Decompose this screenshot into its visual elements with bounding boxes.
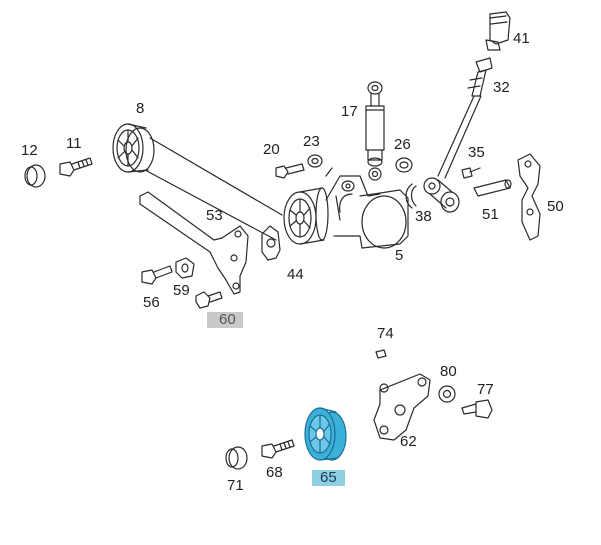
part-23-washer[interactable]: [307, 154, 323, 168]
callout-44[interactable]: 44: [287, 266, 304, 283]
part-59-nut[interactable]: [175, 257, 195, 279]
callout-56[interactable]: 56: [143, 294, 160, 311]
callout-50[interactable]: 50: [547, 198, 564, 215]
callout-68[interactable]: 68: [266, 464, 283, 481]
callout-5[interactable]: 5: [395, 247, 404, 264]
part-74-pin[interactable]: [375, 349, 387, 359]
callout-53[interactable]: 53: [206, 207, 223, 224]
callout-77[interactable]: 77: [477, 381, 494, 398]
callout-20[interactable]: 20: [263, 141, 280, 158]
callout-65[interactable]: 65: [312, 470, 345, 486]
part-41-pin[interactable]: [485, 11, 511, 51]
part-11-bolt[interactable]: [59, 157, 93, 177]
part-51-sleeve[interactable]: [473, 179, 512, 197]
callout-51[interactable]: 51: [482, 206, 499, 223]
callout-32[interactable]: 32: [493, 79, 510, 96]
callout-26[interactable]: 26: [394, 136, 411, 153]
part-lever[interactable]: [423, 177, 460, 213]
part-44-gasket[interactable]: [261, 225, 281, 261]
part-35-bolt[interactable]: [461, 167, 481, 179]
callout-74[interactable]: 74: [377, 325, 394, 342]
part-56-bolt[interactable]: [141, 265, 173, 285]
callout-41[interactable]: 41: [513, 30, 530, 47]
part-71-cap[interactable]: [225, 446, 248, 470]
part-32-rod[interactable]: [437, 57, 493, 179]
callout-23[interactable]: 23: [303, 133, 320, 150]
part-68-bolt[interactable]: [261, 439, 295, 459]
part-5-tensioner[interactable]: [283, 167, 409, 249]
part-26-washer[interactable]: [395, 157, 413, 173]
callout-12[interactable]: 12: [21, 142, 38, 159]
part-65-pulley[interactable]: [304, 407, 347, 461]
part-53-bracket[interactable]: [139, 191, 249, 295]
part-8-pulley[interactable]: [112, 123, 155, 173]
callout-35[interactable]: 35: [468, 144, 485, 161]
callout-11[interactable]: 11: [66, 135, 82, 152]
callout-8[interactable]: 8: [136, 100, 145, 117]
callout-59[interactable]: 59: [173, 282, 190, 299]
part-60-bolt[interactable]: [195, 291, 223, 309]
part-80-washer[interactable]: [438, 385, 456, 403]
part-17-damper[interactable]: [365, 81, 385, 181]
callout-38[interactable]: 38: [415, 208, 432, 225]
belt-path-line: [144, 137, 283, 241]
callout-17[interactable]: 17: [341, 103, 358, 120]
part-62-bracket[interactable]: [373, 373, 431, 441]
part-77-bolt[interactable]: [461, 399, 493, 419]
callout-62[interactable]: 62: [400, 433, 417, 450]
part-20-bolt[interactable]: [275, 163, 305, 179]
callout-71[interactable]: 71: [227, 477, 244, 494]
callout-80[interactable]: 80: [440, 363, 457, 380]
callout-60[interactable]: 60: [207, 312, 243, 328]
part-12-cap[interactable]: [24, 164, 46, 188]
part-50-bracket[interactable]: [517, 153, 541, 241]
